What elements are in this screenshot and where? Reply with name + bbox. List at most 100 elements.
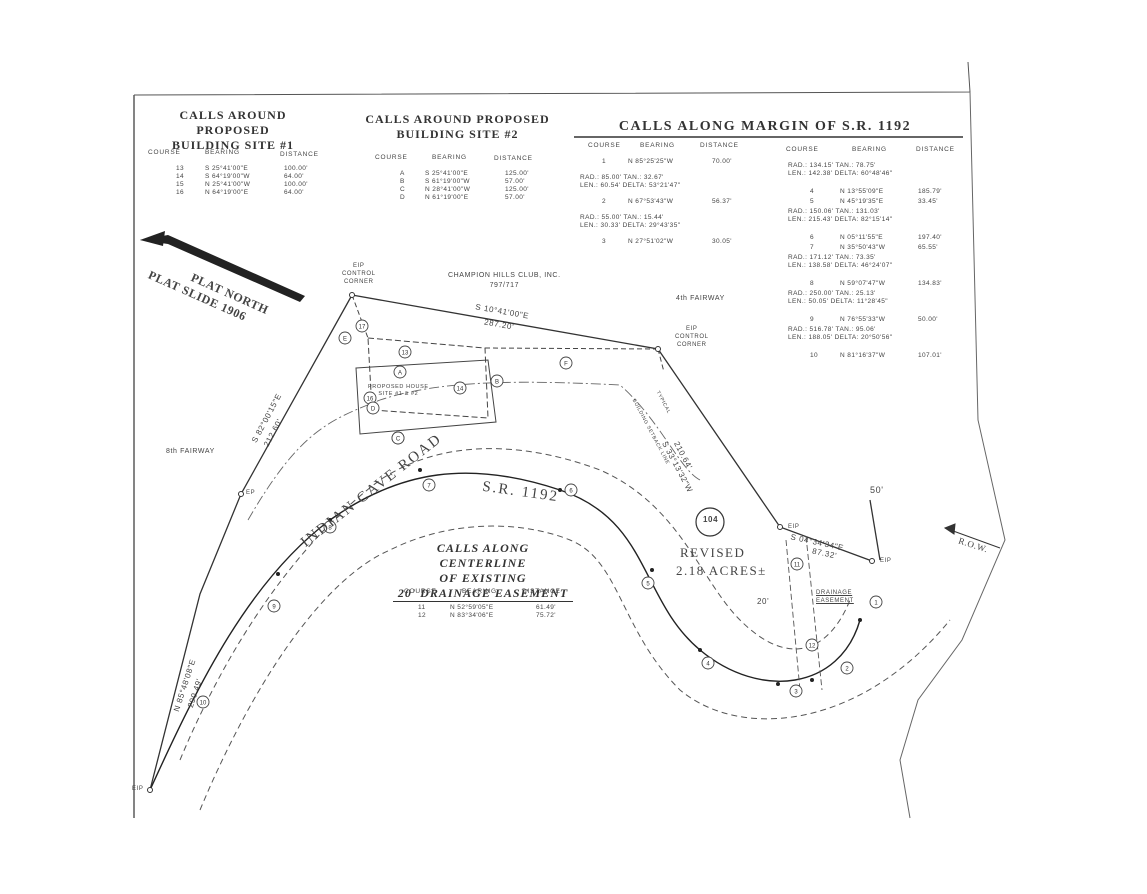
- margin-bearing: N 59°07'47"W: [840, 280, 886, 287]
- site2-course: B: [400, 178, 405, 185]
- site1-distance: 100.00': [284, 181, 308, 188]
- margin-distance: 50.00': [918, 316, 938, 323]
- course-marker-label: 11: [794, 563, 801, 569]
- lot-number: 104: [703, 515, 719, 524]
- margin-distance: 56.37': [712, 198, 732, 205]
- course-marker-circle: [790, 557, 804, 571]
- drainage-label-2: EASEMENT: [816, 598, 854, 604]
- house-label-2: SITE #1 & #2: [378, 391, 419, 397]
- road-edge-north: [179, 448, 851, 761]
- site2-course: A: [400, 170, 405, 177]
- drainage-easement-label: DRAINAGE EASEMENT: [816, 589, 854, 605]
- course-marker-label: B: [495, 380, 499, 386]
- course-marker-circle: [323, 520, 337, 534]
- eip-label-se2: EIP: [880, 558, 892, 564]
- margin-bearing: N 35°50'43"W: [840, 244, 886, 251]
- site1-header-bearing: BEARING: [205, 149, 240, 156]
- margin-curve-line1: RAD.: 134.15' TAN.: 78.75': [788, 162, 876, 169]
- margin-distance: 33.45': [918, 198, 938, 205]
- course-marker-label: 8: [328, 526, 332, 532]
- margin-curve-line1: RAD.: 516.78' TAN.: 95.06': [788, 326, 876, 333]
- eip-ne-label-1: EIP: [686, 326, 698, 332]
- lot-number-circle: [695, 507, 725, 537]
- course-marker-circle: [701, 656, 715, 670]
- fairway-8-label: 8th FAIRWAY: [166, 448, 215, 455]
- course-marker-label: 4: [706, 662, 710, 668]
- margin-course: 4: [810, 188, 815, 195]
- course-marker-circle: [869, 595, 883, 609]
- course-marker-circle: [393, 365, 407, 379]
- page-border-top: [133, 61, 971, 96]
- site2-course: D: [400, 194, 406, 201]
- course-marker-circle: [805, 638, 819, 652]
- margin-header-distance-right: DISTANCE: [916, 146, 955, 153]
- drainage-title-line2: OF EXISTING: [439, 571, 527, 585]
- site2-header-course: COURSE: [375, 154, 408, 161]
- course-marker-circle: [789, 684, 803, 698]
- course-marker-circle: [840, 661, 854, 675]
- course-marker-circle: [490, 374, 504, 388]
- drainage-title-line1: CALLS ALONG CENTERLINE: [436, 541, 530, 570]
- owner-name: CHAMPION HILLS CLUB, INC.: [448, 272, 561, 279]
- margin-curve-line2: LEN.: 138.58' DELTA: 46°24'07": [788, 262, 893, 269]
- road-centerline: [149, 472, 861, 791]
- drainage-table-title: CALLS ALONG CENTERLINE OF EXISTING 20' D…: [393, 541, 573, 602]
- margin-curve-line2: LEN.: 50.05' DELTA: 11°28'45": [788, 298, 888, 305]
- site2-bearing: S 61°19'00"W: [425, 178, 470, 185]
- site1-course: 13: [176, 165, 185, 172]
- site1-bearing: S 25°41'00"E: [205, 165, 249, 172]
- course-marker-label: 3: [794, 690, 798, 696]
- course-marker-label: D: [371, 407, 376, 413]
- course-marker-label: 10: [200, 701, 207, 707]
- site1-bearing: N 64°19'00"E: [205, 189, 249, 196]
- course-marker-label: 5: [646, 582, 650, 588]
- margin-curve-line1: RAD.: 150.06' TAN.: 131.03': [788, 208, 880, 215]
- course-marker-circle: [196, 695, 210, 709]
- course-marker-label: 13: [402, 351, 409, 357]
- margin-bearing: N 13°55'09"E: [840, 188, 884, 195]
- course-marker-circle: [391, 431, 405, 445]
- width-20-label: 20': [757, 597, 770, 606]
- margin-bearing: N 27°51'02"W: [628, 238, 674, 245]
- eip-ne-label-3: CORNER: [676, 342, 707, 348]
- margin-curve-line1: RAD.: 171.12' TAN.: 73.35': [788, 254, 876, 261]
- site2-distance: 57.00': [505, 178, 525, 185]
- margin-course: 10: [810, 352, 819, 359]
- drainage-header-course: COURSE: [404, 588, 437, 595]
- site1-course: 16: [176, 189, 185, 196]
- margin-distance: 107.01': [918, 352, 942, 359]
- course-marker-label: 14: [457, 387, 464, 393]
- site2-distance: 125.00': [505, 170, 529, 177]
- site1-distance: 100.00': [284, 165, 308, 172]
- site2-bearing: N 61°19'00"E: [425, 194, 469, 201]
- drainage-header-distance: DISTANCE: [522, 588, 561, 595]
- margin-bearing: N 81°16'37"W: [840, 352, 886, 359]
- margin-distance: 185.79': [918, 188, 942, 195]
- drainage-title-line3: 20' DRAINAGE EASEMENT: [393, 586, 573, 602]
- margin-curve-line2: LEN.: 60.54' DELTA: 53°21'47": [580, 182, 681, 189]
- drainage-bearing: N 52°59'05"E: [450, 604, 494, 611]
- site2-bearing: N 28°41'00"W: [425, 186, 471, 193]
- margin-curve-line2: LEN.: 215.43' DELTA: 82°15'14": [788, 216, 893, 223]
- setback-line: [247, 381, 701, 521]
- site1-course: 14: [176, 173, 185, 180]
- tie-lines: [351, 294, 665, 373]
- owner-label: CHAMPION HILLS CLUB, INC. 797/717: [448, 271, 561, 291]
- site2-distance: 57.00': [505, 194, 525, 201]
- course-marker-circle: [422, 478, 436, 492]
- margin-bearing: N 05°11'55"E: [840, 234, 883, 241]
- margin-curve-line2: LEN.: 142.38' DELTA: 60°48'46": [788, 170, 893, 177]
- course-marker-label: 12: [809, 644, 816, 650]
- drainage-header-bearing: BEARING: [462, 588, 497, 595]
- site1-bearing: S 64°19'00"W: [205, 173, 250, 180]
- owner-deed-ref: 797/717: [489, 282, 520, 289]
- site1-course: 15: [176, 181, 185, 188]
- margin-header-course-right: COURSE: [786, 146, 819, 153]
- margin-header-bearing-right: BEARING: [852, 146, 887, 153]
- site2-distance: 125.00': [505, 186, 529, 193]
- site1-title-line1: CALLS AROUND PROPOSED: [179, 108, 287, 137]
- course-marker-circle: [267, 599, 281, 613]
- course-marker-circle: [564, 483, 578, 497]
- margin-curve-line1: RAD.: 85.00' TAN.: 32.67': [580, 174, 664, 181]
